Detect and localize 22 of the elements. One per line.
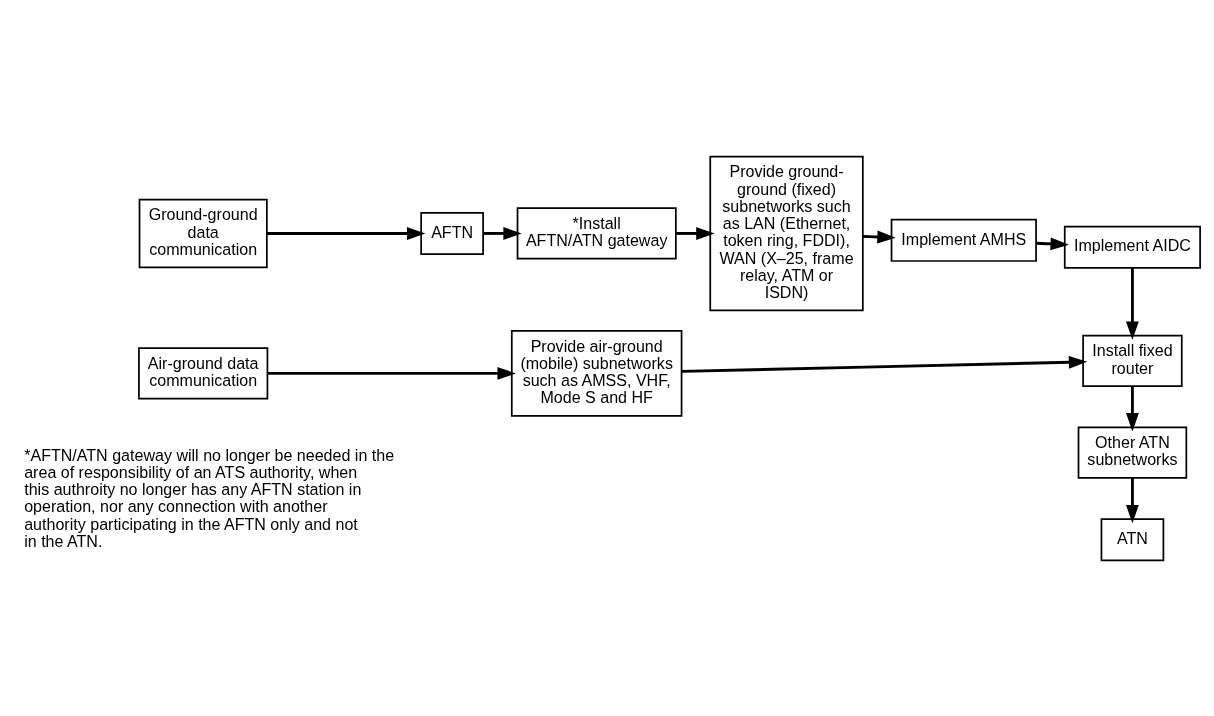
node-box: Ground-ground data communication [138, 198, 268, 268]
node-box: Provide air-ground (mobile) subnetworks such as AMSS, VHF, Mode S and HF [510, 329, 683, 417]
arrow [1036, 236, 1069, 250]
node-box: Provide ground-ground (fixed) subnetworks such as LAN (Ethernet, token ring, FDDI), WAN (X–25, frame relay, ATM or ISDN) [709, 155, 864, 311]
label: *AFTN/ATN gateway will no longer be needed in the area of responsibility of an ATS authority, when this authroity no longer has any AFTN station in operation, nor any connection with another authority participating in the AFTN only and not in the ATN. [24, 445, 395, 550]
arrow [1126, 385, 1139, 431]
node-box: ATN [1100, 517, 1165, 561]
node-box: Install fixed router [1082, 334, 1183, 387]
arrow [1126, 267, 1139, 340]
node-box: AFTN [420, 211, 484, 255]
node-box: Other ATN subnetworks [1077, 425, 1188, 479]
arrow [676, 226, 715, 240]
node-box: Implement AMHS [890, 218, 1037, 262]
arrow [862, 230, 896, 243]
arrow [681, 355, 1088, 373]
arrow [483, 226, 522, 240]
arrow [266, 226, 426, 240]
node-box: Implement AIDC [1063, 225, 1201, 269]
arrow [1126, 477, 1139, 523]
node-box: Air-ground data communication [138, 346, 269, 399]
node-box: *Install AFTN/ATN gateway [516, 206, 677, 260]
arrow [267, 366, 516, 380]
